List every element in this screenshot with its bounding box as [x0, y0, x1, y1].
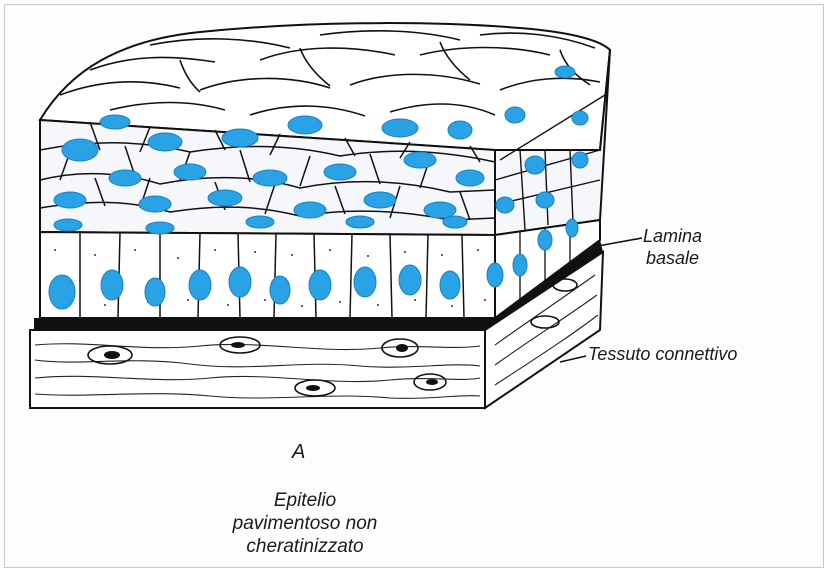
- lamina-label-line2: basale: [643, 248, 702, 270]
- lamina-leader-line: [598, 238, 642, 246]
- caption-line3: cheratinizzato: [180, 536, 430, 559]
- lamina-label-line1: Lamina: [643, 226, 702, 248]
- basal-lamina-band: [34, 318, 495, 330]
- tessuto-connettivo-label: Tessuto connettivo: [588, 344, 737, 366]
- caption-line1: Epitelio: [180, 490, 430, 513]
- caption-line2: pavimentoso non: [180, 513, 430, 536]
- panel-letter: A: [292, 440, 305, 464]
- tessuto-leader-line: [560, 356, 586, 362]
- figure-caption: Epitelio pavimentoso non cheratinizzato: [180, 490, 430, 558]
- lamina-basale-label: Lamina basale: [643, 226, 702, 269]
